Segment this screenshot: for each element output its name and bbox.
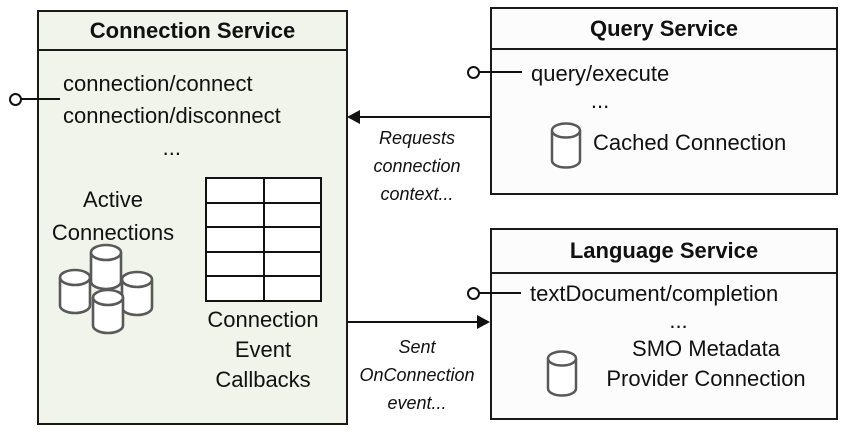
active-connections-line1: Active	[83, 187, 143, 212]
active-connections-line2: Connections	[51, 220, 175, 245]
query-service-endpoints: query/execute ...	[531, 60, 669, 114]
query-service-interface-line	[479, 71, 522, 73]
endpoint-textdocument-completion: textDocument/completion	[530, 281, 779, 306]
sent-line2: OnConnection	[359, 365, 475, 385]
ellipsis-text: ...	[162, 135, 182, 160]
requests-line2: connection	[373, 156, 461, 176]
requests-context-arrowhead-icon	[347, 110, 360, 124]
requests-context-arrow-line	[358, 116, 490, 118]
active-connections-label: Active Connections	[41, 183, 185, 249]
database-cluster-icon	[58, 243, 154, 335]
sent-line3: event...	[387, 393, 447, 413]
database-icon	[546, 350, 578, 397]
language-service-box: Language Service textDocument/completion…	[490, 228, 838, 420]
ellipsis-text: ...	[669, 308, 688, 333]
cached-connection-label: Cached Connection	[593, 130, 787, 155]
connection-service-endpoints: connection/connect connection/disconnect…	[63, 68, 281, 164]
table-grid-icon	[205, 177, 322, 302]
smo-line2: Provider Connection	[606, 366, 806, 391]
endpoint-connect: connection/connect	[63, 71, 253, 96]
endpoint-disconnect: connection/disconnect	[63, 103, 281, 128]
smo-line1: SMO Metadata	[632, 336, 780, 361]
database-icon	[550, 122, 582, 169]
language-service-interface-line	[479, 292, 521, 294]
connection-service-interface-line	[21, 98, 60, 100]
connection-service-title: Connection Service	[39, 12, 346, 51]
sent-line1: Sent	[398, 337, 436, 357]
callbacks-line3: Callbacks	[215, 367, 311, 392]
language-service-title: Language Service	[492, 230, 836, 274]
sent-event-label: Sent OnConnection event...	[344, 333, 490, 417]
callbacks-line2: Event	[234, 337, 292, 362]
callbacks-line1: Connection	[207, 307, 319, 332]
endpoint-query-execute: query/execute	[531, 61, 670, 86]
sent-event-arrow-line	[348, 321, 478, 323]
query-service-title: Query Service	[492, 9, 836, 50]
connection-service-box: Connection Service connection/connect co…	[37, 10, 348, 425]
language-service-endpoints: textDocument/completion ...	[530, 280, 827, 334]
query-service-box: Query Service query/execute ... Cached C…	[490, 7, 838, 195]
connection-event-callbacks-label: Connection Event Callbacks	[187, 305, 339, 395]
requests-line3: context...	[380, 184, 454, 204]
smo-metadata-provider-connection-label: SMO Metadata Provider Connection	[587, 334, 825, 394]
ellipsis-text: ...	[590, 88, 610, 113]
sent-event-arrowhead-icon	[477, 315, 490, 329]
requests-line1: Requests	[378, 128, 456, 148]
requests-context-label: Requests connection context...	[344, 124, 490, 208]
